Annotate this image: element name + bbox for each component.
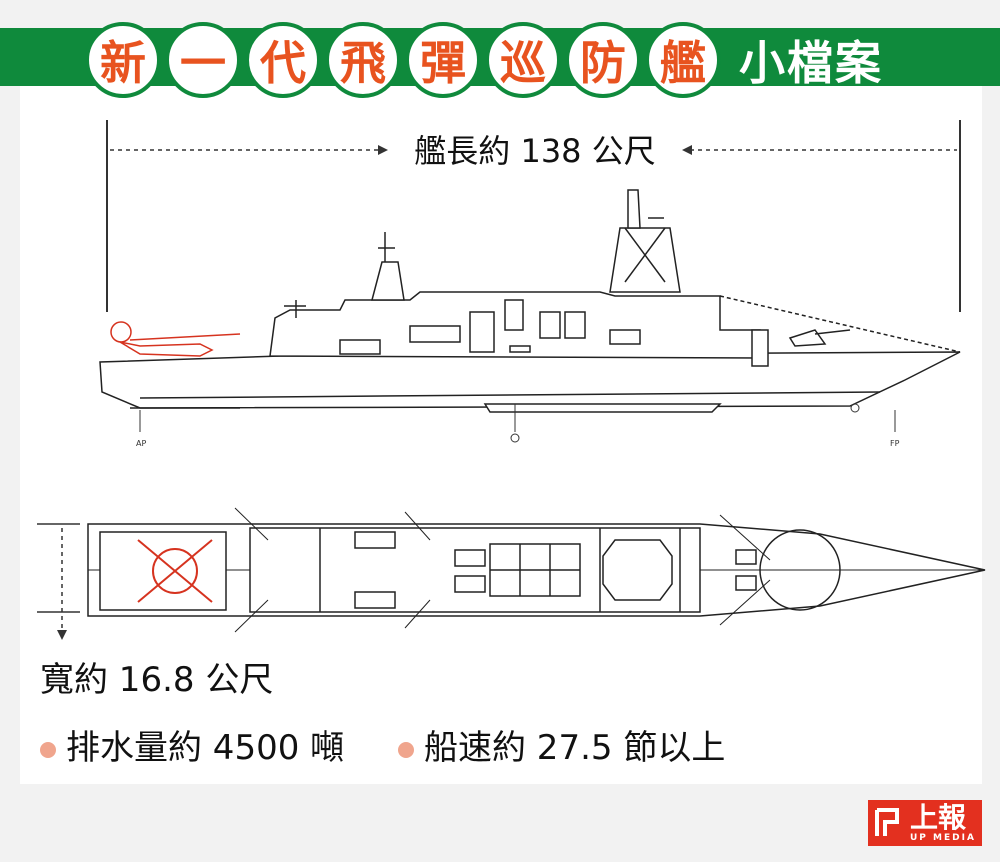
helipad-mark (137, 539, 213, 603)
spec-speed-label: 船速約 27.5 節以上 (424, 728, 726, 768)
spec-displacement: 排水量約 4500 噸 (40, 720, 344, 769)
title-char: 新 (85, 22, 161, 98)
up-media-logo-icon (868, 800, 908, 846)
bullet-dot-icon (40, 741, 56, 758)
title-char: 代 (245, 22, 321, 98)
ship-side-profile (99, 189, 961, 413)
length-label: 艦長約 138 公尺 (414, 132, 655, 170)
beam-label: 寬約 16.8 公尺 (40, 660, 274, 700)
bullet-dot-icon (398, 741, 414, 758)
spec-speed: 船速約 27.5 節以上 (398, 720, 725, 769)
title-char: 一 (165, 22, 241, 98)
length-dimension (106, 120, 961, 312)
helicopter-side (110, 321, 241, 357)
title-char: 巡 (485, 22, 561, 98)
page-title: 新 一 代 飛 彈 巡 防 艦 小檔案 (85, 22, 883, 98)
ship-plan-view (87, 507, 986, 633)
title-char: 飛 (325, 22, 401, 98)
title-char: 艦 (645, 22, 721, 98)
up-media-logo: 上報 UP MEDIA (868, 800, 982, 846)
perpendicular-marks (139, 403, 896, 443)
content-panel (20, 86, 982, 784)
logo-name: 上報 (910, 800, 967, 834)
beam-dimension (37, 523, 80, 640)
fp-mark: FP (890, 439, 900, 448)
title-suffix: 小檔案 (739, 36, 883, 90)
ap-mark: AP (136, 439, 146, 448)
title-char: 防 (565, 22, 641, 98)
title-char: 彈 (405, 22, 481, 98)
logo-subtitle: UP MEDIA (910, 832, 976, 843)
spec-displacement-label: 排水量約 4500 噸 (66, 728, 345, 768)
logo-text: 上報 UP MEDIA (908, 800, 982, 846)
